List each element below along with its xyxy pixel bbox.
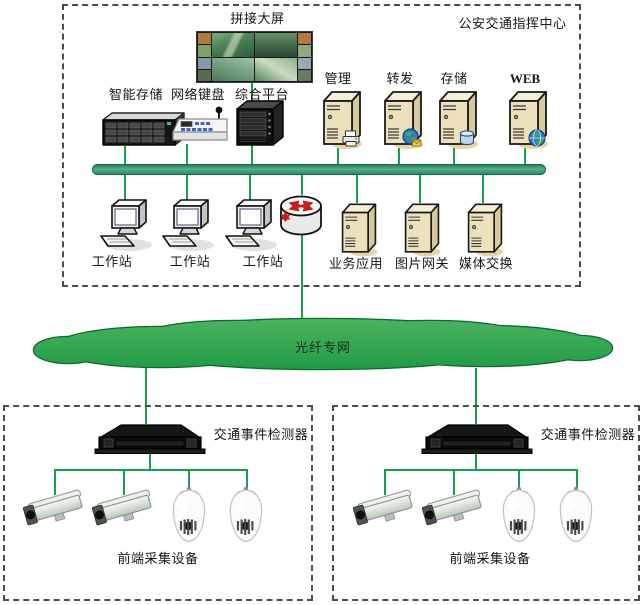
field-site-box: [332, 405, 640, 601]
network-keyboard-label: 网络键盘: [170, 87, 225, 102]
connector-line: [524, 148, 526, 166]
connector-line: [337, 148, 339, 166]
connector-line: [482, 175, 484, 203]
image-gateway-label: 图片网关: [394, 256, 449, 271]
command-center-box: [62, 4, 581, 287]
web-server-icon: [505, 88, 551, 150]
fiber-network-label: 光纤专网: [294, 340, 351, 355]
workstation-icon: [225, 199, 278, 252]
forwarding-server-label: 转发: [386, 71, 414, 86]
connector-line: [518, 469, 520, 488]
connector-line: [249, 175, 251, 203]
bullet-camera-icon: [351, 488, 417, 530]
image-gateway-icon: [401, 200, 443, 258]
management-server-label: 管理: [324, 71, 352, 86]
incident-detector-icon: [421, 424, 533, 455]
network-keyboard-icon: [172, 105, 228, 141]
connector-line: [186, 175, 188, 203]
dome-camera-icon: [229, 485, 263, 543]
storage-server-label: 存储: [440, 71, 468, 86]
connector-line: [453, 148, 455, 166]
connector-line: [301, 175, 303, 195]
bullet-camera-icon: [90, 488, 156, 530]
connector-line: [54, 469, 248, 471]
front-end-devices-label: 前端采集设备: [117, 551, 199, 566]
connector-line: [123, 469, 125, 495]
command-center-title: 公安交通指挥中心: [458, 16, 567, 31]
connector-line: [246, 469, 248, 488]
video-wall-left-thumbnails: [198, 33, 211, 81]
connector-line: [124, 175, 126, 203]
database-icon: [459, 130, 475, 146]
video-wall-right-thumbnails: [298, 33, 311, 81]
fiber-network-cloud: [32, 317, 614, 371]
video-wall-label: 拼接大屏: [230, 11, 285, 26]
dome-camera-icon: [172, 485, 206, 543]
connector-line: [453, 469, 455, 495]
bullet-camera-icon: [420, 488, 486, 530]
management-server-icon: [319, 88, 365, 150]
connector-line: [188, 469, 190, 488]
connector-line: [576, 469, 578, 488]
incident-detector-icon: [94, 424, 206, 455]
workstation-label: 工作站: [91, 254, 133, 269]
globe-mail-icon: [402, 128, 422, 147]
network-bus: [92, 164, 546, 175]
connector-line: [419, 175, 421, 203]
printer-icon: [342, 130, 360, 147]
integrated-platform-label: 综合平台: [234, 87, 289, 102]
forwarding-server-icon: [380, 88, 426, 150]
integrated-platform-icon: [236, 100, 284, 146]
media-exchange-label: 媒体交换: [458, 256, 513, 271]
workstation-icon: [162, 199, 215, 252]
connector-line: [384, 469, 578, 471]
connector-line: [356, 175, 358, 203]
front-end-devices-label: 前端采集设备: [449, 551, 531, 566]
connector-line: [149, 454, 151, 470]
web-server-label: WEB: [509, 71, 541, 86]
connector-line: [124, 146, 126, 166]
business-application-icon: [338, 200, 380, 258]
router-icon: [278, 192, 324, 242]
connector-line: [475, 454, 477, 470]
connector-line: [398, 148, 400, 166]
connector-line: [186, 144, 188, 166]
field-site-box: [3, 405, 313, 601]
globe-icon: [528, 129, 546, 147]
video-wall-panels: [212, 33, 297, 81]
incident-detector-label: 交通事件检测器: [540, 427, 636, 442]
media-exchange-icon: [464, 200, 506, 258]
connector-line: [384, 469, 386, 495]
business-application-label: 业务应用: [328, 256, 383, 271]
storage-array-label: 智能存储: [108, 87, 163, 102]
storage-server-icon: [435, 88, 481, 150]
incident-detector-label: 交通事件检测器: [213, 427, 309, 442]
video-wall-icon: [196, 31, 313, 83]
workstation-icon: [100, 199, 153, 252]
dome-camera-icon: [502, 485, 536, 543]
bullet-camera-icon: [21, 488, 87, 530]
workstation-label: 工作站: [169, 254, 211, 269]
connector-line: [145, 368, 147, 424]
connector-line: [475, 368, 477, 424]
workstation-label: 工作站: [242, 254, 284, 269]
connector-line: [301, 234, 303, 320]
dome-camera-icon: [559, 485, 593, 543]
connector-line: [54, 469, 56, 495]
